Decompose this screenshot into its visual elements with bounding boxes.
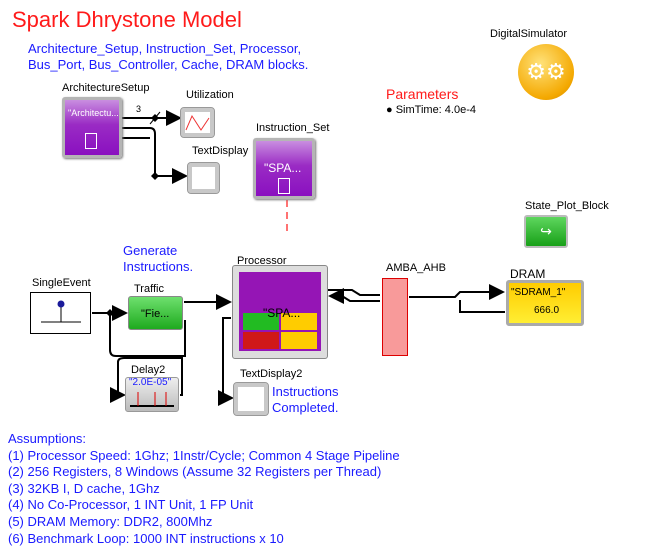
gears-icon[interactable]: ⚙⚙ — [518, 44, 574, 100]
assumption-item: (4) No Co-Processor, 1 INT Unit, 1 FP Un… — [8, 497, 254, 513]
text1-label: TextDisplay — [192, 145, 249, 157]
processor-block[interactable]: "SPA... — [232, 265, 328, 359]
traffic-value: "Fie... — [141, 308, 170, 320]
arch-label: ArchitectureSetup — [62, 82, 150, 94]
state-plot-block[interactable]: ↪ — [524, 215, 568, 248]
single-event-block[interactable] — [30, 292, 91, 334]
dram-block[interactable]: "SDRAM_1" 666.0 — [506, 280, 584, 326]
status-green — [243, 313, 279, 330]
port-width: 3 — [136, 104, 142, 114]
note-completed: Completed. — [272, 400, 339, 415]
assumption-item: (3) 32KB I, D cache, 1Ghz — [8, 480, 160, 496]
delay-value: "2.0E-05" — [129, 377, 172, 388]
text-display2-block[interactable] — [233, 382, 269, 416]
arch-value: "Architectu... — [68, 108, 119, 118]
sine-icon — [185, 114, 210, 131]
single-label: SingleEvent — [32, 277, 91, 289]
note-generate: Instructions. — [123, 259, 194, 274]
page-title: Spark Dhrystone Model — [12, 7, 242, 32]
status-yellow — [281, 332, 317, 349]
status-yellow — [281, 313, 317, 330]
traffic-block[interactable]: "Fie... — [128, 296, 183, 330]
iset-value: "SPA... — [264, 161, 302, 175]
intro-line: Architecture_Setup, Instruction_Set, Pro… — [28, 41, 302, 56]
dram-speed: 666.0 — [534, 305, 560, 316]
text2-label: TextDisplay2 — [240, 368, 303, 380]
note-generate: Generate — [123, 243, 178, 258]
traffic-label: Traffic — [134, 283, 164, 295]
architecture-setup-block[interactable]: "Architectu... — [62, 97, 122, 158]
dram-value: "SDRAM_1" — [511, 287, 566, 298]
timeline-icon — [130, 392, 174, 407]
assumption-item: (2) 256 Registers, 8 Windows (Assume 32 … — [8, 464, 382, 480]
amba-ahb-bus[interactable] — [382, 278, 408, 356]
event-icon — [41, 300, 81, 323]
document-icon — [85, 133, 97, 149]
amba-label: AMBA_AHB — [386, 262, 446, 274]
stateplot-label: State_Plot_Block — [525, 200, 609, 212]
simulator-label: DigitalSimulator — [490, 28, 568, 40]
delay-block[interactable]: "2.0E-05" — [125, 377, 179, 412]
util-label: Utilization — [186, 89, 234, 101]
status-red — [243, 332, 279, 349]
assumption-item: (6) Benchmark Loop: 1000 INT instruction… — [8, 530, 284, 546]
document-icon — [278, 178, 290, 194]
wire-arch-text — [122, 127, 188, 184]
processor-label: Processor — [237, 255, 287, 267]
param-simtime[interactable]: ● SimTime: 4.0e-4 — [386, 104, 476, 116]
text-display-block[interactable] — [187, 162, 220, 194]
assumptions-heading: Assumptions: — [8, 431, 87, 446]
delay-label: Delay2 — [131, 364, 166, 376]
iset-label: Instruction_Set — [256, 122, 330, 134]
parameters-label: Parameters — [386, 86, 459, 102]
instruction-set-block[interactable]: "SPA... — [253, 138, 315, 199]
simtime-value: SimTime: 4.0e-4 — [395, 104, 476, 116]
assumption-item: (1) Processor Speed: 1Ghz; 1Instr/Cycle;… — [8, 447, 400, 463]
intro-line: Bus_Port, Bus_Controller, Cache, DRAM bl… — [28, 57, 309, 72]
note-completed: Instructions — [272, 384, 339, 399]
dram-label: DRAM — [510, 267, 546, 281]
processor-value: "SPA... — [263, 306, 301, 320]
assumptions: Assumptions: (1) Processor Speed: 1Ghz; … — [8, 431, 400, 547]
utilization-plot-block[interactable] — [180, 107, 215, 138]
assumption-item: (5) DRAM Memory: DDR2, 800Mhz — [8, 513, 213, 529]
